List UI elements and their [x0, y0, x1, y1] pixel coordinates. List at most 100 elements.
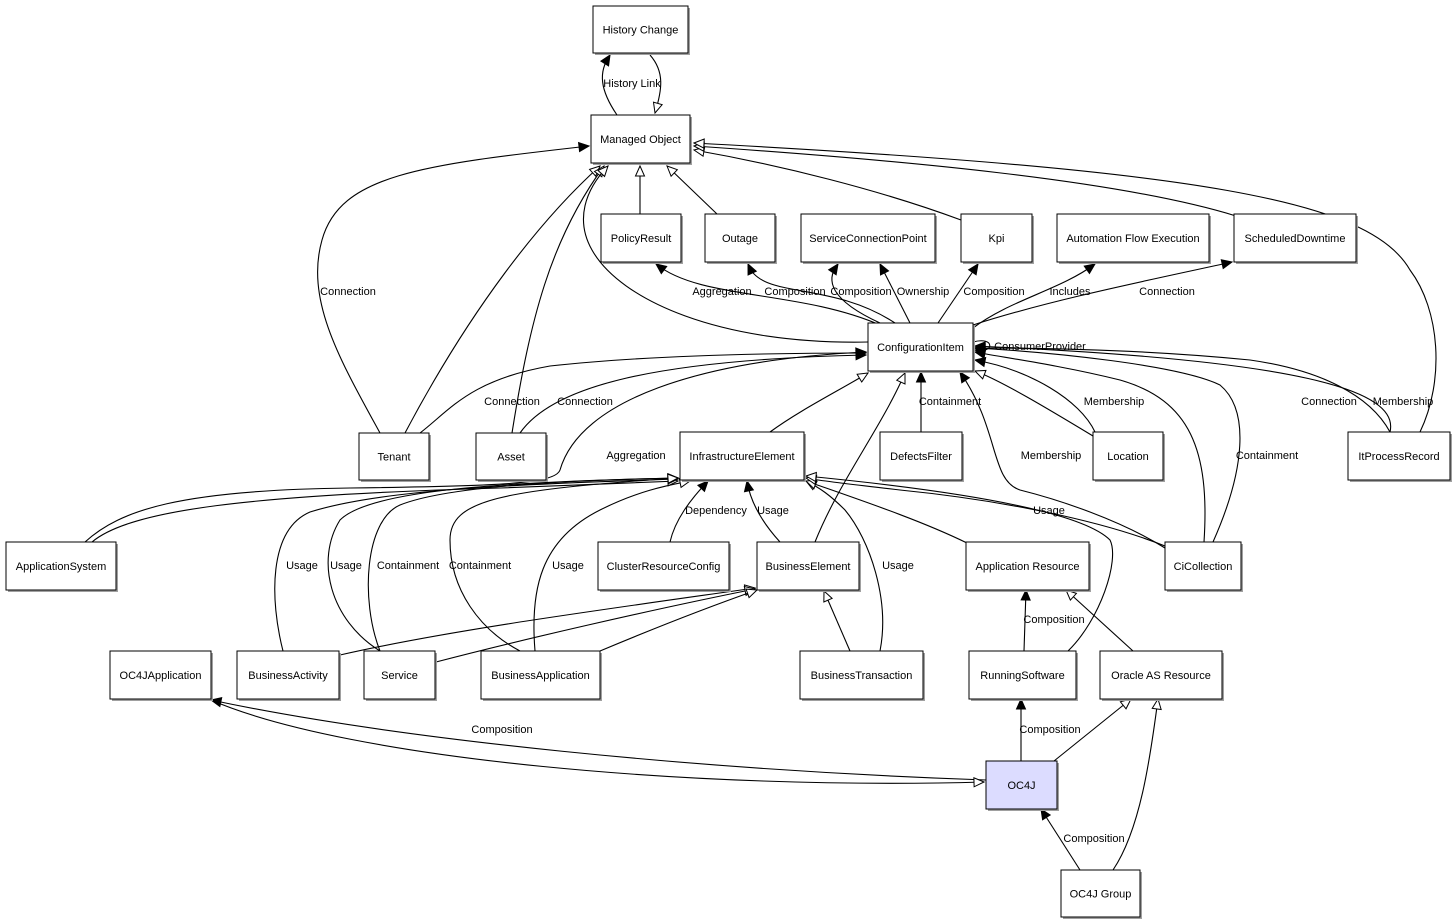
association-edge: [419, 352, 867, 434]
inheritance-edge: [435, 588, 756, 663]
node-box: [592, 5, 689, 54]
association-edge: [1040, 808, 1081, 871]
association-edge: [974, 351, 1206, 543]
inheritance-arrowhead: [973, 369, 987, 380]
class-node-oc4jApplication[interactable]: OC4JApplication: [109, 650, 213, 701]
node-label: Oracle AS Resource: [1111, 670, 1211, 682]
node-box: [968, 650, 1077, 700]
class-node-itProcessRecord[interactable]: ItProcessRecord: [1347, 431, 1452, 482]
class-node-managedObject[interactable]: Managed Object: [590, 114, 692, 165]
association-arrowhead: [1015, 697, 1027, 710]
node-box: [480, 650, 601, 700]
class-node-applicationSystem[interactable]: ApplicationSystem: [5, 541, 118, 592]
inheritance-edge: [1065, 589, 1134, 652]
inheritance-edge: [823, 590, 851, 652]
node-label: Location: [1107, 451, 1149, 463]
class-node-automationFlowExecution[interactable]: Automation Flow Execution: [1056, 213, 1211, 264]
inheritance-edge: [599, 589, 758, 652]
inheritance-edge: [339, 587, 756, 656]
class-node-configurationItem[interactable]: ConfigurationItem: [867, 322, 975, 373]
association-edge: [972, 261, 1233, 326]
node-label: Kpi: [989, 233, 1005, 245]
class-node-oc4j[interactable]: OC4J: [985, 760, 1059, 811]
association-edge: [747, 263, 896, 324]
edge-label: Composition: [1063, 833, 1124, 845]
node-label: CiCollection: [1174, 561, 1233, 573]
class-node-service[interactable]: Service: [363, 650, 437, 701]
association-edge: [974, 359, 1096, 433]
inheritance-arrowhead: [804, 471, 817, 483]
association-edge: [879, 263, 911, 324]
class-node-location[interactable]: Location: [1092, 431, 1165, 482]
inheritance-arrowhead: [666, 165, 679, 178]
class-node-scheduledDowntime[interactable]: ScheduledDowntime: [1233, 213, 1358, 264]
edge-label: Composition: [963, 286, 1024, 298]
association-edge: [210, 699, 987, 781]
node-box: [799, 650, 924, 700]
inheritance-edge: [511, 165, 605, 434]
class-node-businessTransaction[interactable]: BusinessTransaction: [799, 650, 925, 701]
node-box: [475, 432, 547, 481]
edge-label: Membership: [1084, 396, 1145, 408]
association-edge: [974, 347, 1241, 543]
class-node-oracleAsResource[interactable]: Oracle AS Resource: [1099, 650, 1224, 701]
edge-label: Composition: [830, 286, 891, 298]
node-label: PolicyResult: [611, 233, 672, 245]
node-box: [1056, 213, 1210, 263]
class-node-businessActivity[interactable]: BusinessActivity: [236, 650, 341, 701]
class-node-asset[interactable]: Asset: [475, 432, 548, 482]
node-box: [704, 213, 776, 263]
node-box: [109, 650, 212, 700]
inheritance-edge: [769, 372, 869, 433]
inheritance-edge: [583, 165, 869, 343]
node-label: RunningSoftware: [980, 670, 1064, 682]
inheritance-edge: [1053, 698, 1132, 762]
class-node-kpi[interactable]: Kpi: [960, 213, 1034, 264]
class-node-policyResult[interactable]: PolicyResult: [600, 213, 683, 264]
edges-layer: [84, 53, 1437, 871]
association-edge: [974, 347, 1391, 433]
association-arrowhead: [747, 262, 758, 276]
node-label: Automation Flow Execution: [1066, 233, 1199, 245]
class-node-oc4jGroup[interactable]: OC4J Group: [1060, 869, 1142, 919]
class-node-applicationResource[interactable]: Application Resource: [965, 541, 1091, 592]
association-arrowhead: [915, 370, 927, 383]
node-label: ConfigurationItem: [877, 342, 964, 354]
node-box: [679, 431, 805, 481]
class-node-runningSoftware[interactable]: RunningSoftware: [968, 650, 1078, 701]
association-arrowhead: [827, 262, 839, 276]
node-label: OC4J Group: [1070, 889, 1132, 901]
class-node-businessElement[interactable]: BusinessElement: [756, 541, 861, 592]
class-node-ciCollection[interactable]: CiCollection: [1164, 541, 1243, 592]
class-node-infrastructureElement[interactable]: InfrastructureElement: [679, 431, 806, 482]
edge-label: Usage: [757, 505, 789, 517]
inheritance-edge: [367, 477, 679, 652]
class-node-serviceConnectionPoint[interactable]: ServiceConnectionPoint: [800, 213, 937, 264]
inheritance-arrowhead: [652, 101, 664, 115]
node-label: ScheduledDowntime: [1245, 233, 1346, 245]
node-label: BusinessElement: [766, 561, 851, 573]
association-arrowhead: [1083, 263, 1096, 275]
node-label: Managed Object: [600, 134, 681, 146]
node-label: ClusterResourceConfig: [607, 561, 721, 573]
class-node-clusterResourceConfig[interactable]: ClusterResourceConfig: [597, 541, 731, 592]
class-node-defectsFilter[interactable]: DefectsFilter: [879, 431, 964, 482]
inheritance-arrowhead: [667, 473, 680, 484]
node-label: Outage: [722, 233, 758, 245]
class-node-businessApplication[interactable]: BusinessApplication: [480, 650, 602, 701]
association-arrowhead: [577, 141, 591, 153]
class-node-outage[interactable]: Outage: [704, 213, 777, 264]
node-label: BusinessTransaction: [811, 670, 913, 682]
node-label: ApplicationSystem: [16, 561, 107, 573]
edge-label: Composition: [764, 286, 825, 298]
association-arrowhead: [743, 479, 755, 493]
association-arrowhead: [973, 341, 986, 352]
inheritance-edge: [805, 477, 1166, 547]
edge-label: Connection: [1301, 396, 1357, 408]
node-box: [1099, 650, 1223, 700]
node-label: Asset: [497, 452, 525, 464]
class-node-tenant[interactable]: Tenant: [358, 432, 431, 482]
class-node-historyChange[interactable]: History Change: [592, 5, 690, 55]
